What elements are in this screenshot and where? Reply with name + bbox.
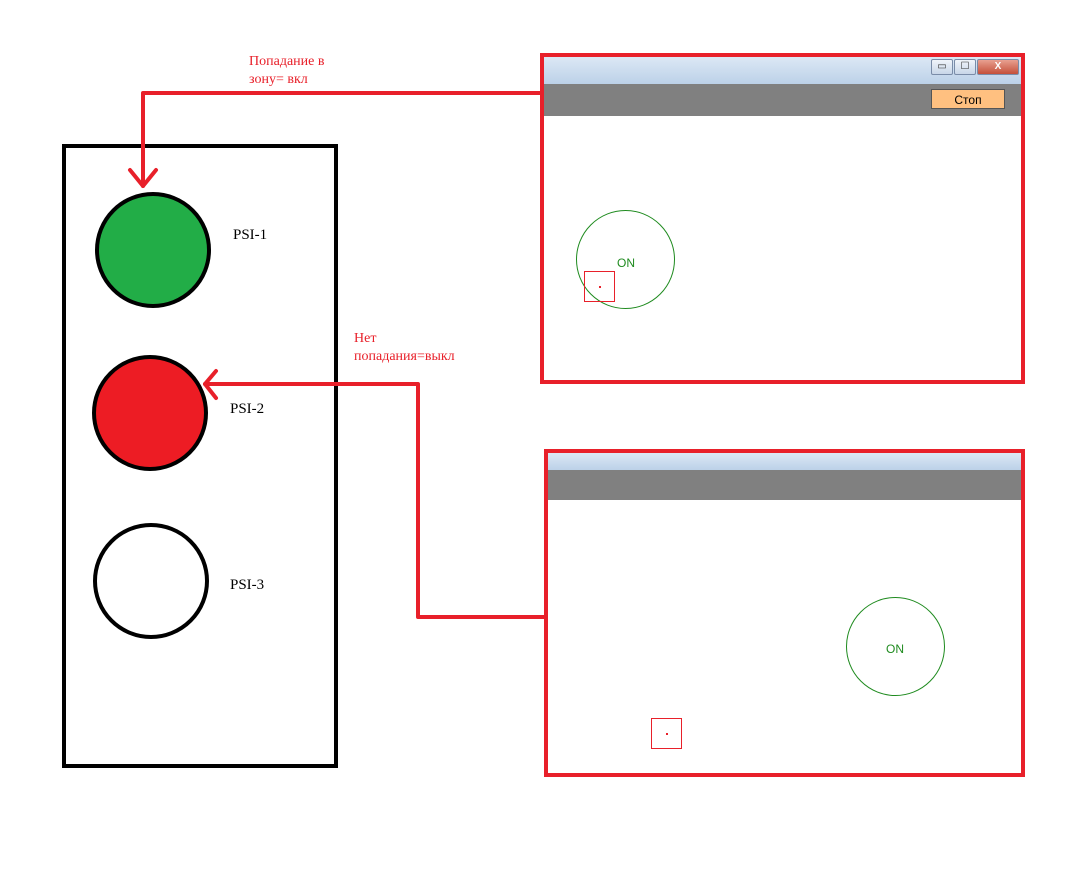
annotation-miss: Нет попадания=выкл: [354, 331, 455, 364]
stop-button[interactable]: Стоп: [931, 89, 1005, 109]
target-zone-circle: [846, 597, 945, 696]
indicator-label-psi-3: PSI-3: [230, 577, 265, 593]
cursor-marker: [651, 718, 682, 749]
indicator-label-psi-2: PSI-2: [230, 401, 265, 417]
window-hit-screenshot: ▭ ☐ X Стоп ON: [540, 53, 1025, 384]
maximize-icon[interactable]: ☐: [954, 59, 976, 75]
cursor-marker: [584, 271, 615, 302]
arrow-miss-head: [203, 369, 218, 400]
target-zone-label: ON: [617, 256, 635, 270]
annotation-hit: Попадание в зону= вкл: [249, 54, 325, 87]
cursor-dot: [599, 286, 601, 288]
indicator-label-psi-1: PSI-1: [233, 227, 268, 243]
cursor-dot: [666, 733, 668, 735]
window-miss-screenshot: ON: [544, 449, 1025, 777]
window-toolbar: [548, 470, 1021, 500]
minimize-icon[interactable]: ▭: [931, 59, 953, 75]
indicator-lamp-psi-2: [92, 355, 208, 471]
indicator-lamp-psi-3: [93, 523, 209, 639]
window-controls: ▭ ☐ X: [930, 59, 1019, 75]
target-zone-label: ON: [886, 642, 904, 656]
window-titlebar: ▭ ☐ X: [544, 57, 1021, 84]
window-toolbar: Стоп: [544, 84, 1021, 116]
indicator-panel: PSI-1 PSI-2 PSI-3: [62, 144, 338, 768]
window-titlebar: [548, 453, 1021, 470]
close-icon[interactable]: X: [977, 59, 1019, 75]
indicator-lamp-psi-1: [95, 192, 211, 308]
arrow-hit-head: [128, 168, 158, 188]
arrow-miss-connector: [203, 382, 548, 619]
target-zone-circle: [576, 210, 675, 309]
arrow-hit-connector: [141, 91, 544, 188]
